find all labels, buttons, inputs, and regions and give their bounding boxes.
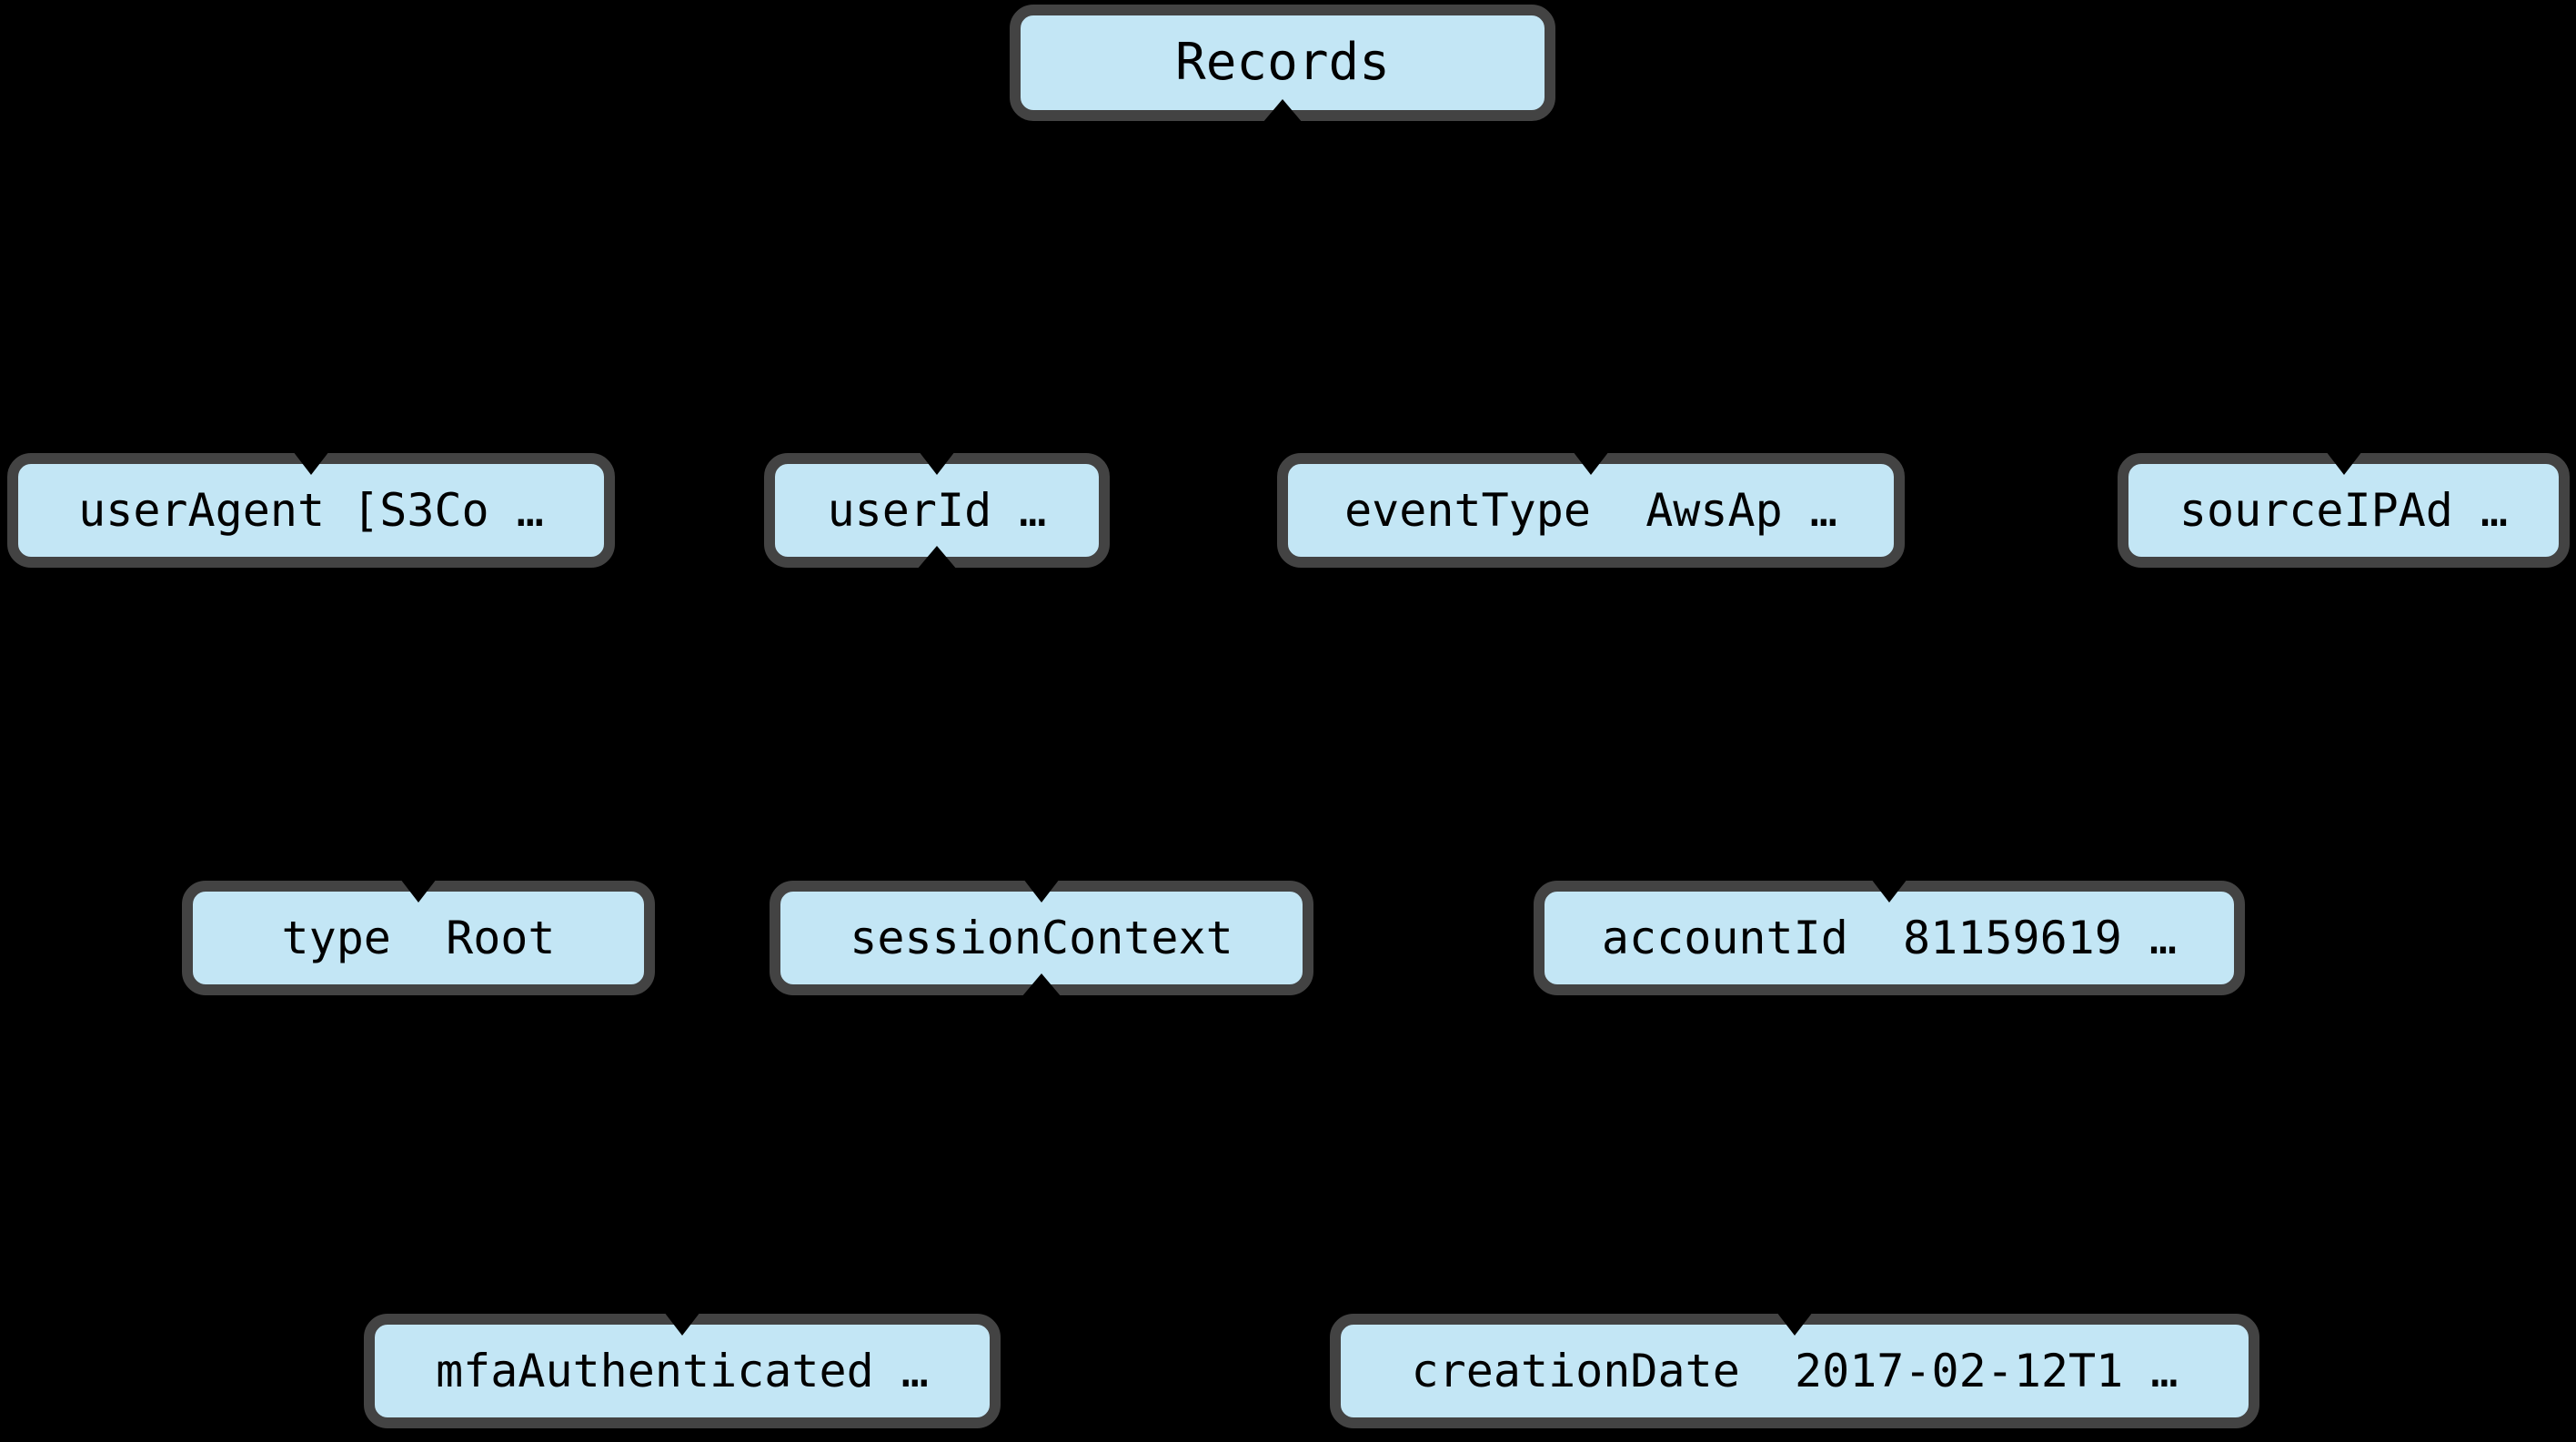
tree-node-accountid[interactable]: accountId 81159619 … [1534,879,2245,995]
edge-origin-notch-icon [1021,973,1062,997]
tree-node-label: userAgent [S3Co … [78,484,544,537]
edge-origin-notch-icon [917,546,957,570]
edge-arrowhead-icon [2325,451,2362,475]
tree-node-sessioncontext[interactable]: sessionContext [770,879,1313,997]
tree-node-label: creationDate 2017-02-12T1 … [1411,1345,2179,1397]
tree-edge-records-to-eventtype [1279,120,1595,454]
tree-node-records[interactable]: Records [1010,5,1555,123]
edge-arrowhead-icon [1871,879,1907,903]
tree-node-type[interactable]: type Root [182,879,655,995]
tree-edge-sessioncontext-to-creationdate [1038,994,1798,1315]
tree-node-mfaauthenticated[interactable]: mfaAuthenticated … [364,1312,1001,1428]
tree-edge-records-to-sourceipaddress [1279,120,2348,454]
edge-arrowhead-icon [1023,879,1060,903]
tree-node-label: userId … [827,484,1047,537]
tree-node-userid[interactable]: userId … [764,451,1110,570]
tree-node-creationdate[interactable]: creationDate 2017-02-12T1 … [1330,1312,2259,1428]
tree-node-eventtype[interactable]: eventType AwsAp … [1277,451,1905,568]
tree-edge-userid-to-accountid [933,567,1893,882]
tree-edge-records-to-useragent [307,120,1286,454]
tree-node-label: eventType AwsAp … [1344,484,1837,537]
edge-arrowhead-icon [400,879,437,903]
tree-node-label: mfaAuthenticated … [436,1345,929,1397]
tree-node-label: accountId 81159619 … [1601,912,2178,964]
tree-node-label: sessionContext [850,912,1233,964]
tree-node-sourceipaddress[interactable]: sourceIPAd … [2118,451,2570,568]
edge-origin-notch-icon [1263,99,1303,123]
tree-edge-userid-to-type [415,567,941,882]
edge-arrowhead-icon [293,451,329,475]
tree-edge-sessioncontext-to-mfaauthenticated [679,994,1045,1315]
edge-arrowhead-icon [919,451,955,475]
edge-arrowhead-icon [1776,1312,1813,1336]
tree-node-label: Records [1174,33,1390,92]
edge-arrowhead-icon [1573,451,1609,475]
tree-node-useragent[interactable]: userAgent [S3Co … [7,451,615,568]
tree-node-label: type Root [281,912,556,964]
tree-edge-records-to-userid [933,120,1286,454]
tree-edge-userid-to-sessioncontext [933,567,1045,882]
edge-arrowhead-icon [664,1312,700,1336]
tree-node-label: sourceIPAd … [2179,484,2509,537]
